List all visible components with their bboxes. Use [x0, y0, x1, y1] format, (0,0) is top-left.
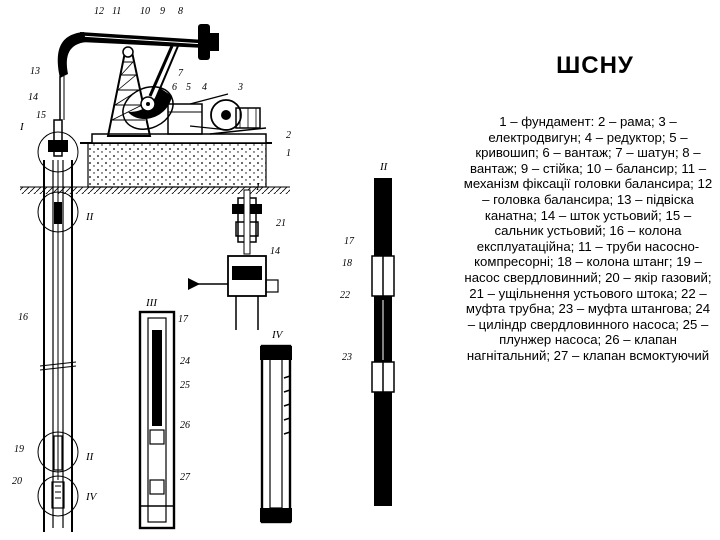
legend-item: 22 – муфта трубна;: [465, 285, 707, 317]
label-7: 7: [178, 68, 184, 79]
legend-item: 24 – циліндр свердловинного насоса;: [467, 301, 711, 332]
label-1: 1: [286, 148, 291, 159]
legend-item: 12 – головка балансира;: [482, 176, 713, 207]
label-4: 4: [202, 82, 207, 93]
legend-item: 13 – підвіска канатна;: [484, 191, 694, 223]
label-9: 9: [160, 6, 165, 17]
label-17-pump: 17: [178, 314, 189, 325]
legend-item: 5 – кривошип;: [475, 129, 688, 161]
detail-wellhead: [188, 189, 279, 330]
label-8: 8: [178, 6, 183, 17]
label-21: 21: [276, 218, 286, 229]
legend-item: 9 – стійка;: [520, 160, 587, 176]
legend-item: 20 – якір газовий;: [605, 269, 712, 285]
label-24: 24: [180, 356, 190, 367]
label-3: 3: [237, 82, 243, 93]
legend-item: 11 – механізм фіксації головки балансира…: [463, 160, 707, 192]
label-17-coupling: 17: [344, 236, 355, 247]
foundation: [87, 142, 267, 188]
page-title: ШСНУ: [556, 52, 634, 79]
pumping-unit: [20, 24, 290, 194]
label-27: 27: [180, 472, 191, 483]
legend-item: 6 – вантаж;: [542, 145, 616, 161]
gearbox: [167, 103, 203, 135]
label-12: 12: [94, 6, 104, 17]
legend-item: 14 – шток устьовий;: [540, 207, 666, 223]
label-22: 22: [340, 290, 350, 301]
legend-item: 8 – вантаж;: [469, 145, 701, 176]
legend-list: 1 – фундамент: 2 – рама; 3 – електродвиг…: [462, 114, 714, 364]
label-2: 2: [286, 130, 291, 141]
pitman: [148, 45, 174, 97]
label-15: 15: [36, 110, 46, 121]
legend-item: 11 – труби насосно-компресорні;: [474, 238, 700, 270]
detail-couplings: [371, 178, 395, 506]
well-column: [37, 119, 79, 532]
roman-IV-detail: IV: [271, 329, 284, 341]
label-26: 26: [180, 420, 190, 431]
roman-III-detail: III: [145, 297, 158, 309]
horsehead: [57, 32, 86, 78]
roman-I-detail: I: [255, 181, 261, 193]
crank-assembly: [122, 86, 174, 130]
legend-item: 7 – шатун;: [615, 145, 683, 161]
roman-II-detail: II: [379, 161, 389, 173]
legend-item: 4 – редуктор;: [584, 129, 670, 145]
legend-item: 3 – електродвигун;: [488, 114, 677, 145]
label-16: 16: [18, 312, 28, 323]
label-19: 19: [14, 444, 24, 455]
label-14: 14: [28, 92, 38, 103]
label-23: 23: [342, 352, 352, 363]
legend-item: 10 – балансир;: [586, 160, 682, 176]
legend-item: 19 – насос свердловинний;: [464, 254, 702, 285]
callout-labels: 12 11 10 9 8 13 7 6 5 4 3 14 15 2 1 16 1…: [12, 6, 389, 503]
label-11: 11: [112, 6, 121, 17]
legend-item: 23 – муфта штангова;: [558, 301, 696, 317]
legend-item: 2 – рама;: [597, 114, 659, 129]
legend-item: 16 – колона експлуатаційна;: [476, 223, 682, 254]
samson-post: [106, 51, 152, 137]
roman-IV: IV: [85, 491, 98, 503]
detail-gas-anchor: [260, 344, 292, 524]
roman-III: II: [85, 451, 95, 463]
roman-I: I: [19, 121, 25, 133]
legend-item: 25 – плунжер насоса;: [499, 316, 709, 348]
label-18: 18: [342, 258, 352, 269]
label-20: 20: [12, 476, 22, 487]
label-13: 13: [30, 66, 40, 77]
legend-item: 27 – клапан всмоктуючий: [553, 347, 710, 363]
motor-pulley: [210, 99, 242, 131]
legend-item: 21 – ущільнення устьового штока;: [469, 285, 682, 301]
legend-item: 18 – колона штанг;: [557, 254, 677, 270]
roman-II: II: [85, 211, 95, 223]
counterweight-8: [198, 24, 210, 60]
legend-item: 26 – клапан нагнітальний;: [466, 332, 677, 363]
legend-item: 15 – сальник устьовий;: [494, 207, 692, 239]
label-14-detail: 14: [270, 246, 280, 257]
label-5: 5: [186, 82, 191, 93]
label-10: 10: [140, 6, 150, 17]
label-6: 6: [172, 82, 177, 93]
label-25: 25: [180, 380, 190, 391]
detail-pump: [138, 310, 176, 530]
pump-unit-diagram: 12 11 10 9 8 13 7 6 5 4 3 14 15 2 1 16 1…: [12, 6, 395, 532]
legend-item: 1 – фундамент:: [499, 114, 598, 129]
